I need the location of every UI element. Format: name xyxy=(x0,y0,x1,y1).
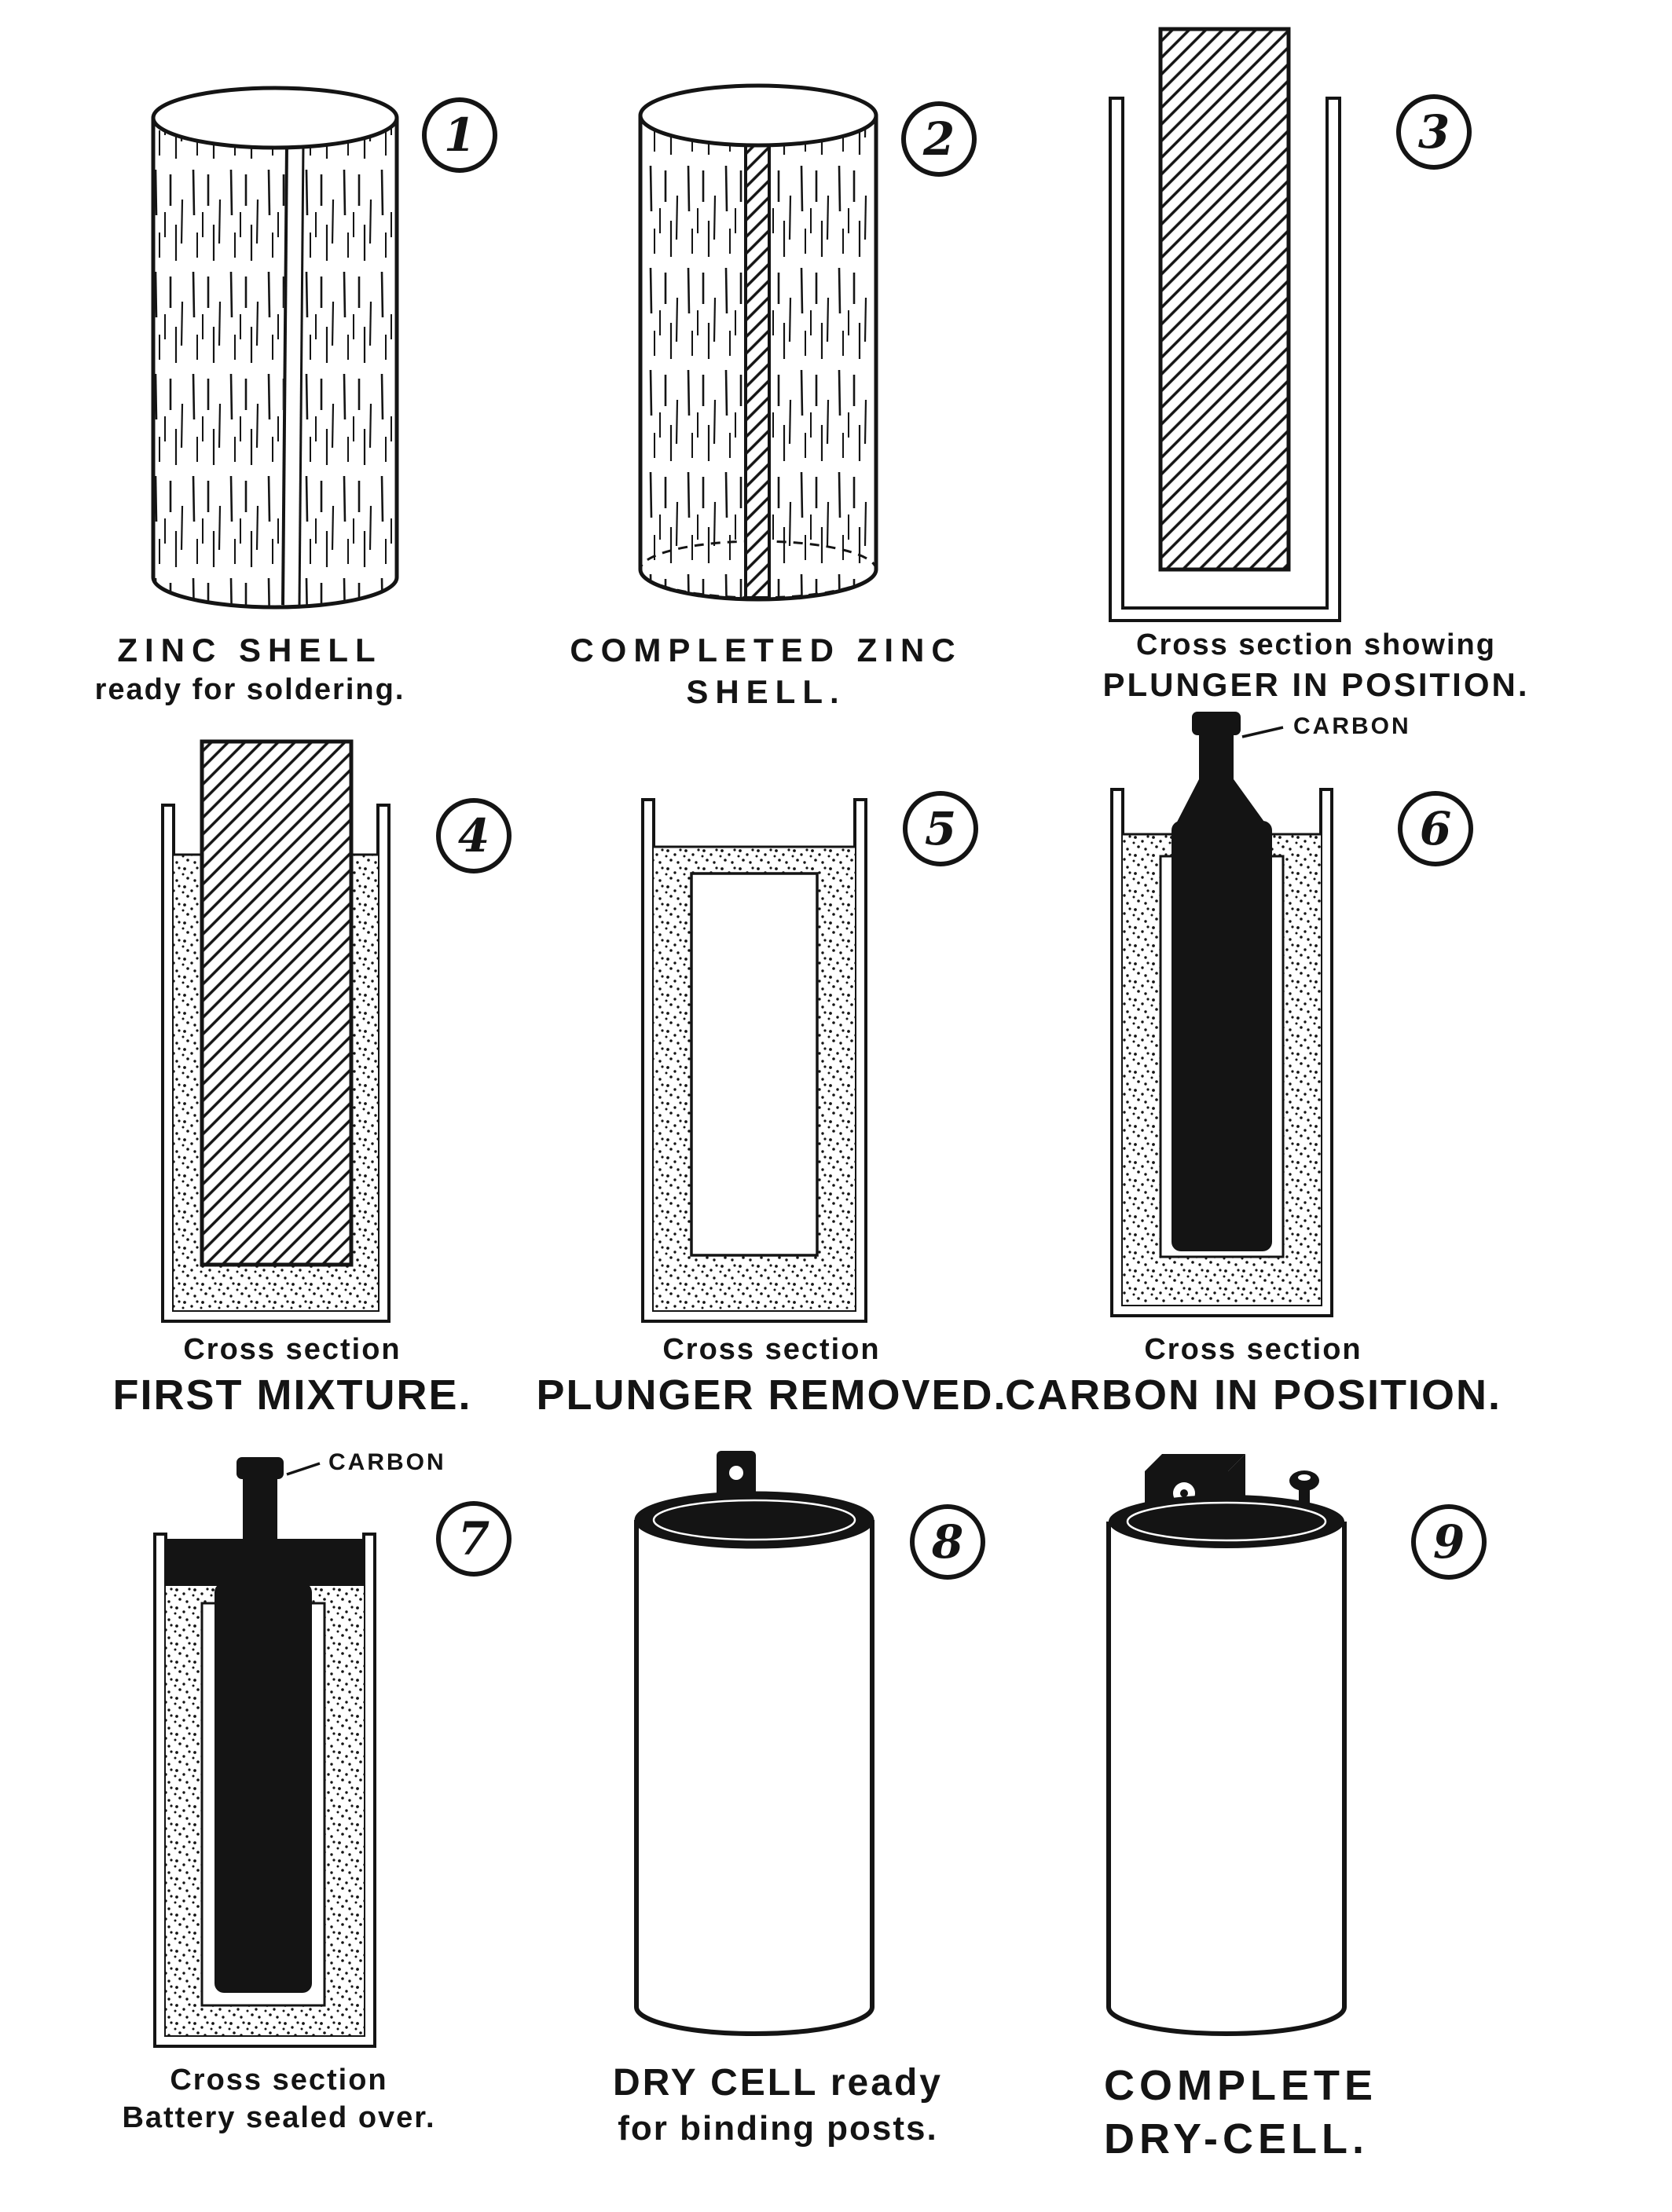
seal-band xyxy=(166,1539,364,1586)
caption-line: DRY-CELL. xyxy=(1104,2115,1369,2163)
carbon-leader-line xyxy=(1241,726,1284,738)
cross-section-carbon-drawing xyxy=(1110,712,1333,1317)
caption-line: Cross section xyxy=(1144,1333,1362,1366)
cross-section-plunger-removed-drawing xyxy=(641,798,867,1323)
carbon-leader-line xyxy=(286,1462,321,1476)
step-number-badge: 3 xyxy=(1396,94,1472,170)
step-number-badge: 4 xyxy=(436,798,512,873)
complete-dry-cell-drawing xyxy=(1106,1454,1347,2036)
panel-caption: Cross section Battery sealed over. xyxy=(43,2062,515,2137)
step-number-badge: 9 xyxy=(1411,1504,1487,1580)
carbon-rod-sealed xyxy=(214,1457,312,1993)
zinc-shell-completed-drawing xyxy=(638,83,878,602)
step-number-badge: 5 xyxy=(903,791,978,866)
carbon-label: CARBON xyxy=(328,1449,446,1475)
carbon-label: CARBON xyxy=(1293,713,1411,739)
zinc-shell-open-drawing xyxy=(151,86,399,610)
caption-line: for binding posts. xyxy=(618,2109,938,2148)
panel-caption: COMPLETED ZINC SHELL. xyxy=(546,630,986,712)
panel-caption: ZINC SHELL ready for soldering. xyxy=(30,630,470,709)
carbon-rod xyxy=(1172,712,1272,1251)
caption-line: SHELL. xyxy=(686,672,846,710)
caption-line: Cross section showing xyxy=(1136,628,1496,661)
panel-caption: COMPLETE DRY-CELL. xyxy=(1033,2060,1473,2166)
step-number-badge: 2 xyxy=(901,101,977,177)
panel-caption: Cross section CARBON IN POSITION. xyxy=(978,1331,1528,1422)
caption-line: COMPLETE xyxy=(1104,2062,1378,2109)
step-number-badge: 7 xyxy=(436,1501,512,1577)
step-number-badge: 6 xyxy=(1398,791,1473,866)
caption-line: Cross section xyxy=(183,1333,402,1366)
caption-line: Battery sealed over. xyxy=(122,2100,436,2134)
caption-line: FIRST MIXTURE. xyxy=(112,1371,472,1419)
cross-section-sealed-drawing xyxy=(153,1457,376,2048)
panel-caption: Cross section showing PLUNGER IN POSITIO… xyxy=(1057,627,1575,705)
caption-line: Cross section xyxy=(662,1333,881,1366)
cross-section-first-mixture-drawing xyxy=(161,739,390,1323)
caption-line: ZINC SHELL xyxy=(117,632,383,668)
panel-caption: Cross section FIRST MIXTURE. xyxy=(57,1331,528,1422)
caption-line: CARBON IN POSITION. xyxy=(1004,1371,1502,1419)
caption-line: DRY CELL ready xyxy=(613,2062,943,2104)
caption-line: PLUNGER IN POSITION. xyxy=(1102,665,1530,703)
cross-section-plunger-drawing xyxy=(1109,27,1341,622)
caption-line: COMPLETED ZINC xyxy=(570,632,962,668)
panel-caption: DRY CELL ready for binding posts. xyxy=(542,2060,1014,2150)
panel-caption: Cross section PLUNGER REMOVED. xyxy=(536,1331,1007,1422)
caption-line: ready for soldering. xyxy=(94,672,405,706)
caption-line: Cross section xyxy=(170,2064,388,2097)
dry-cell-drawing xyxy=(634,1451,874,2036)
caption-line: PLUNGER REMOVED. xyxy=(536,1371,1007,1419)
step-number-badge: 1 xyxy=(422,97,497,173)
step-number-badge: 8 xyxy=(910,1504,985,1580)
